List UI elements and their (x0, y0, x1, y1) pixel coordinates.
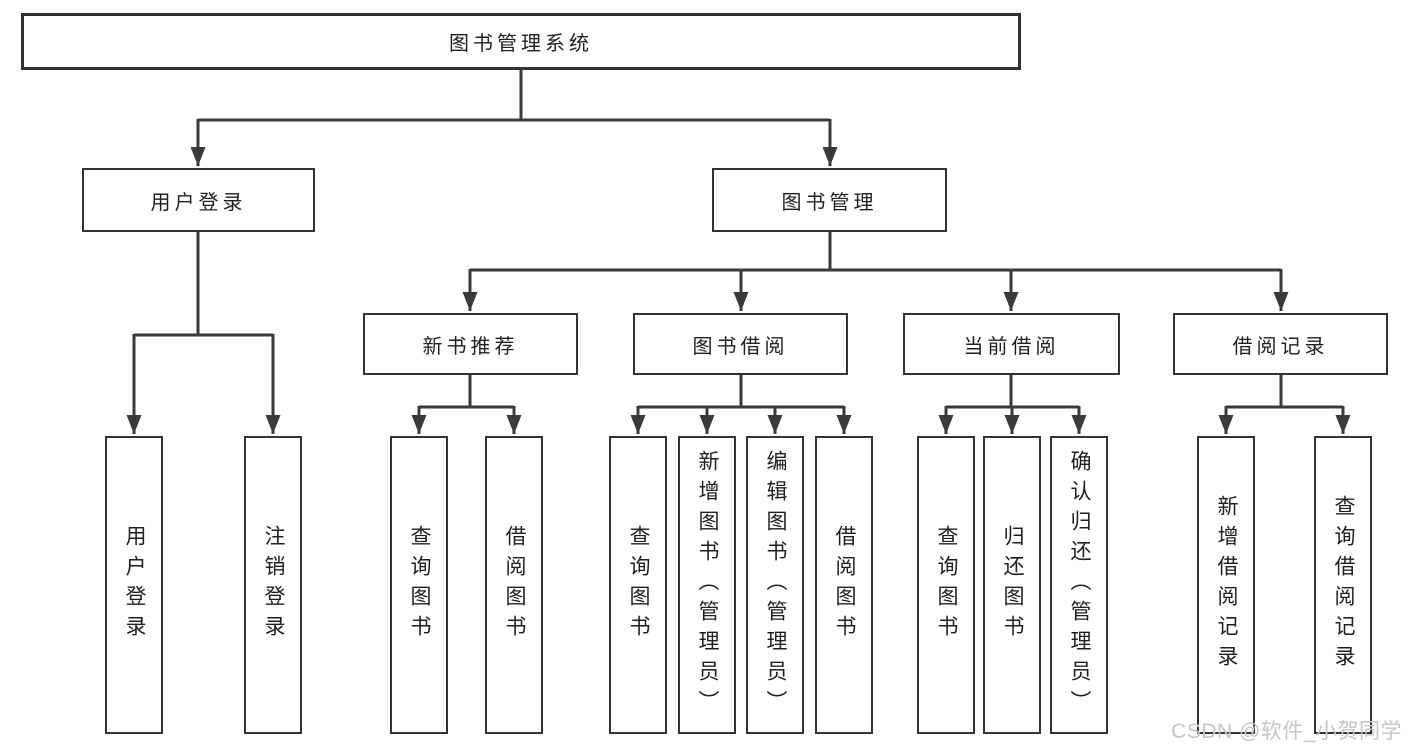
edges-user-login (126, 232, 281, 434)
leaf-add-book-admin: 新增图书（管理员） (678, 436, 736, 734)
node-book-management-label: 图书管理 (781, 191, 878, 214)
leaf-query-books-current-label: 查询图书 (935, 525, 959, 645)
leaf-return-books: 归还图书 (983, 436, 1041, 734)
node-current-borrow: 当前借阅 (903, 313, 1120, 375)
node-book-borrow-label: 图书借阅 (692, 335, 789, 358)
node-current-borrow-label: 当前借阅 (963, 335, 1060, 358)
leaf-user-login: 用户登录 (105, 436, 163, 734)
node-root: 图书管理系统 (21, 13, 1021, 70)
leaf-logout-label: 注销登录 (262, 525, 286, 645)
leaf-borrow-books: 借阅图书 (815, 436, 873, 734)
edges-current-borrow (938, 375, 1087, 434)
leaf-query-books-recommend-label: 查询图书 (408, 525, 432, 645)
node-user-login: 用户登录 (82, 168, 315, 232)
leaf-edit-book-admin: 编辑图书（管理员） (746, 436, 804, 734)
node-borrow-records-label: 借阅记录 (1232, 335, 1329, 358)
edges-borrow-records (1218, 375, 1351, 434)
leaf-query-books-borrow-label: 查询图书 (627, 525, 651, 645)
leaf-add-borrow-record: 新增借阅记录 (1197, 436, 1255, 734)
leaf-borrow-books-recommend: 借阅图书 (485, 436, 543, 734)
edges-book-management (462, 232, 1289, 311)
leaf-confirm-return-admin: 确认归还（管理员） (1050, 436, 1108, 734)
leaf-query-books-borrow: 查询图书 (609, 436, 667, 734)
leaf-logout: 注销登录 (244, 436, 302, 734)
leaf-return-books-label: 归还图书 (1001, 525, 1025, 645)
leaf-query-books-recommend: 查询图书 (390, 436, 448, 734)
node-user-login-label: 用户登录 (150, 191, 247, 214)
leaf-add-book-admin-label: 新增图书（管理员） (696, 450, 720, 720)
edges-new-book-recommend (411, 375, 522, 434)
leaf-confirm-return-admin-label: 确认归还（管理员） (1068, 450, 1092, 720)
node-book-borrow: 图书借阅 (633, 313, 848, 375)
edges-root (190, 70, 838, 166)
leaf-borrow-books-label: 借阅图书 (833, 525, 857, 645)
leaf-query-borrow-record-label: 查询借阅记录 (1332, 495, 1356, 675)
edges-book-borrow (630, 375, 852, 434)
leaf-query-borrow-record: 查询借阅记录 (1314, 436, 1372, 734)
node-book-management: 图书管理 (712, 168, 947, 232)
node-new-book-recommend: 新书推荐 (363, 313, 578, 375)
csdn-watermark: CSDN @软件_小贺同学 (1171, 720, 1402, 743)
leaf-borrow-books-recommend-label: 借阅图书 (503, 525, 527, 645)
node-borrow-records: 借阅记录 (1173, 313, 1388, 375)
node-root-label: 图书管理系统 (449, 33, 593, 55)
leaf-add-borrow-record-label: 新增借阅记录 (1215, 495, 1239, 675)
leaf-query-books-current: 查询图书 (917, 436, 975, 734)
leaf-edit-book-admin-label: 编辑图书（管理员） (764, 450, 788, 720)
node-new-book-recommend-label: 新书推荐 (422, 335, 519, 358)
leaf-user-login-label: 用户登录 (123, 525, 147, 645)
